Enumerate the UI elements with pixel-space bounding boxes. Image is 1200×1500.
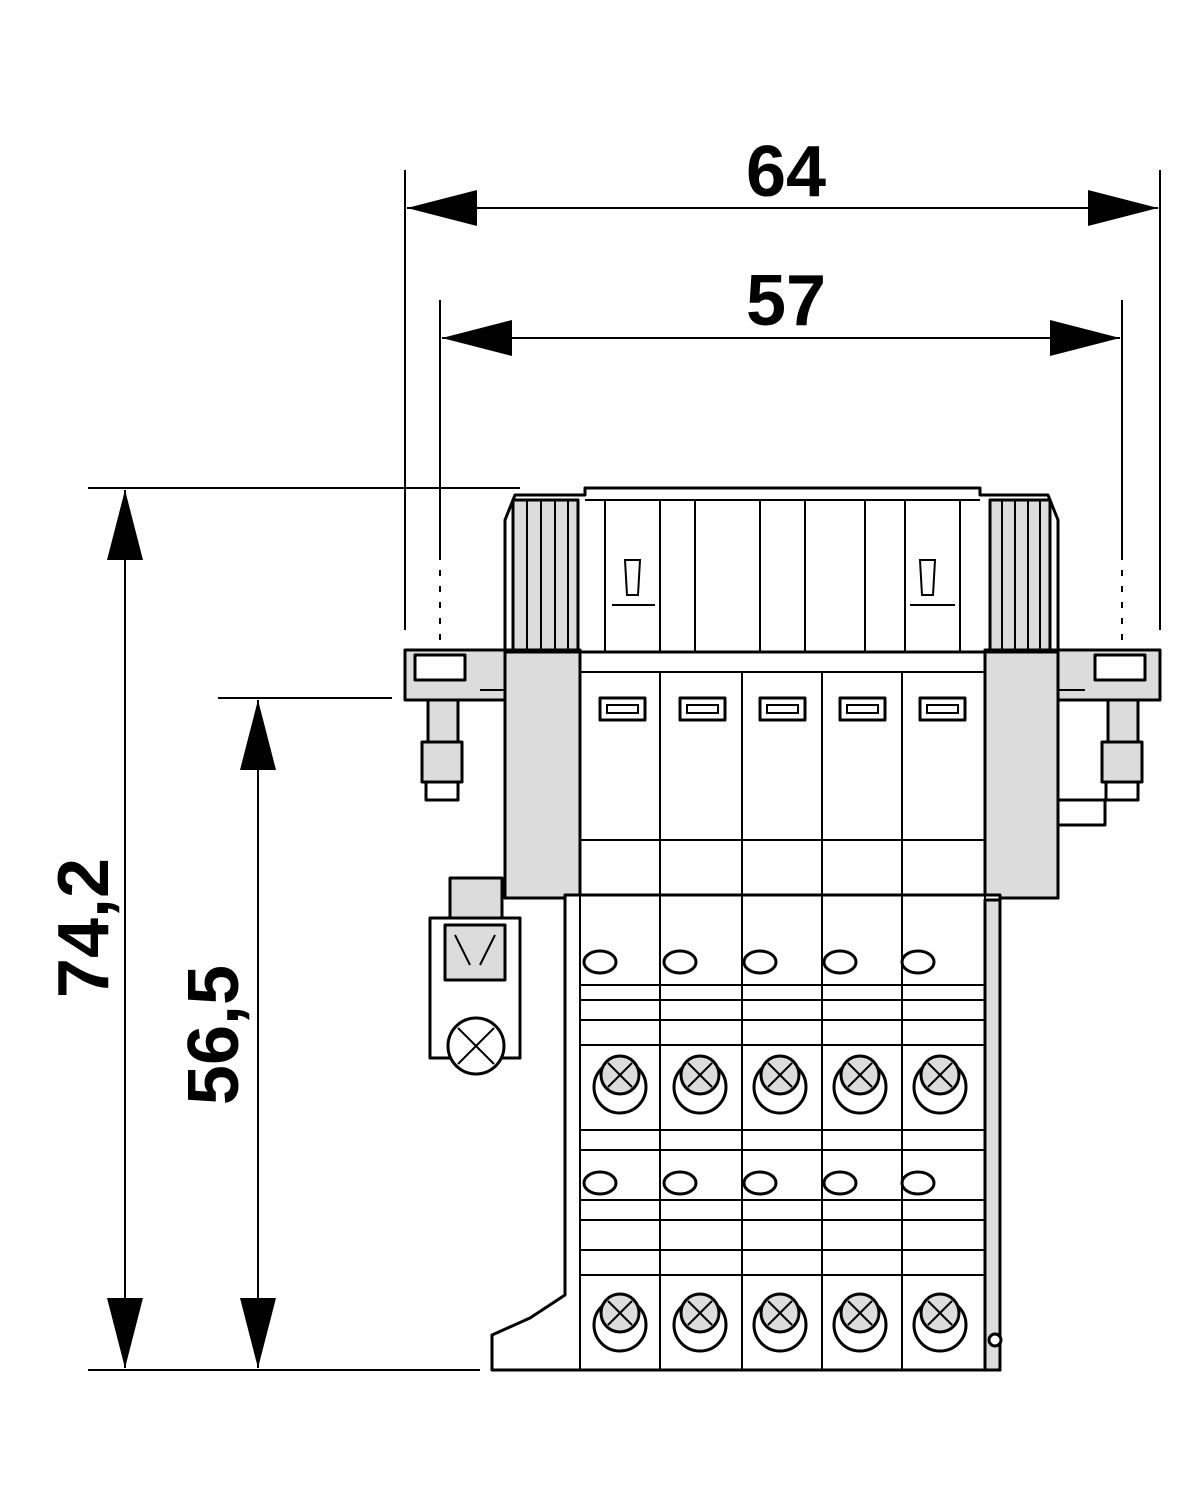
dimension-label-mounting-height: 56,5: [174, 965, 254, 1105]
guide-pin-right: [1100, 698, 1144, 802]
screw-lower-4: [832, 1292, 888, 1353]
screw-lower-3: [752, 1292, 808, 1353]
guide-pin-left: [420, 698, 464, 802]
dimension-label-overall-height: 74,2: [44, 858, 124, 998]
terminal-base: [490, 893, 1002, 1372]
upper-housing: [503, 486, 1060, 659]
screw-upper-5: [912, 1054, 968, 1115]
dimension-mounting-height: 56,5: [174, 697, 392, 1368]
coding-windows: [598, 696, 967, 722]
dimension-overall-height: 74,2: [44, 487, 520, 1371]
dimension-overall-width: 64: [404, 132, 1161, 630]
contact-frame: [503, 650, 1060, 900]
screw-lower-1: [592, 1292, 648, 1353]
earth-clamp: [428, 876, 522, 1076]
dimension-label-overall-width: 64: [746, 132, 826, 212]
screw-lower-5: [912, 1292, 968, 1353]
dimension-mounting-width: 57: [439, 261, 1123, 690]
terminal-row-upper: [582, 949, 968, 1115]
screw-lower-2: [672, 1292, 728, 1353]
terminal-row-lower: [582, 1170, 968, 1353]
screw-upper-2: [672, 1054, 728, 1115]
screw-upper-3: [752, 1054, 808, 1115]
screw-upper-4: [832, 1054, 888, 1115]
screw-upper-1: [592, 1054, 648, 1115]
dimension-label-mounting-width: 57: [746, 261, 826, 341]
side-strip: [983, 898, 1003, 1372]
connector-insert: [403, 486, 1162, 1372]
